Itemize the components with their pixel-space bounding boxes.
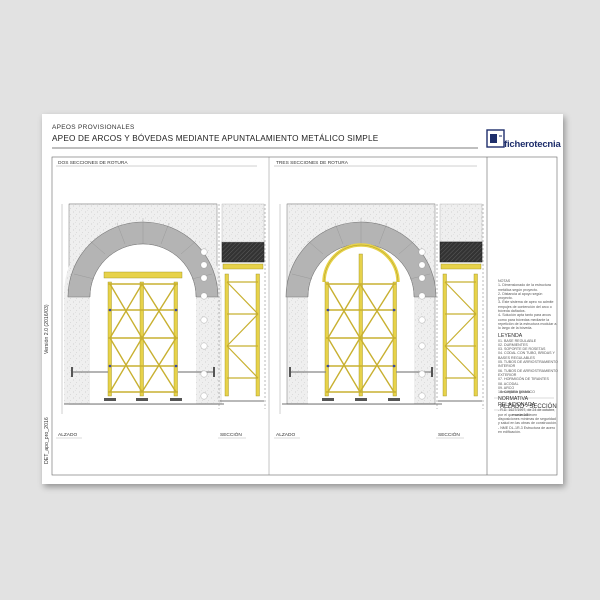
section-slab — [221, 241, 265, 263]
notes-column: NOTAS 1- Dimensionado de la estructura m… — [498, 279, 558, 434]
legend-item: 05. TUBOS DE ARRIOSTRAMIENTO INTERIOR — [498, 360, 558, 369]
section-slab — [439, 241, 483, 263]
drawing-title: APEO DE ARCOS Y BÓVEDAS MEDIANTE APUNTAL… — [52, 134, 379, 143]
brand-logo-text: ficherotecnia — [504, 139, 561, 150]
callout-markers — [200, 248, 208, 400]
section-label: SECCIÓN — [220, 431, 242, 438]
regulations-heading: NORMATIVA RELACIONADA — [498, 396, 536, 409]
shoring-frame — [71, 271, 215, 401]
regulation-item: - NME DL-1R-3 Estructura de acero en edi… — [498, 425, 556, 434]
legend-item: 09. ARCO — [498, 385, 515, 390]
legend-item: 10. CIMBRA DE ARCO — [498, 390, 535, 395]
legend-heading: LEYENDA — [498, 332, 523, 339]
note-item: 3- Este sistema de apeo no admite empuje… — [498, 300, 554, 314]
callout-markers — [418, 248, 426, 400]
legend-item: 08. ACODAL — [498, 381, 519, 386]
section-view — [218, 203, 266, 409]
elevation-label: ALZADO — [276, 432, 295, 438]
legend-item: 01. BASE REGULABLE — [498, 338, 537, 343]
section-view — [436, 203, 484, 409]
drawing-code: DET_apo_pro_2016 — [44, 417, 50, 464]
legend-item: 06. TUBOS DE ARRIOSTRAMIENTO EXTERIOR — [498, 368, 558, 377]
legend-item: 07. HORMIGÓN DE TIRANTES — [498, 377, 549, 382]
note-item: 1- Dimensionado de la estructura metálic… — [498, 283, 551, 292]
footer-scale: escala 1/4 — [512, 413, 529, 417]
ficherotecnia-logo-icon — [486, 129, 505, 148]
legend-item: 02. DURMIENTES — [498, 342, 528, 347]
elevation-label: ALZADO — [58, 432, 77, 438]
panel-title: DOS SECCIONES DE ROTURA — [58, 160, 128, 166]
note-item: 4- Solución apta tanto para arcos como p… — [498, 313, 557, 331]
panel-title: TRES SECCIONES DE ROTURA — [276, 160, 349, 166]
notes-heading: NOTAS — [498, 279, 511, 283]
drawing-sheet: APEOS PROVISIONALES APEO DE ARCOS Y BÓVE… — [42, 114, 563, 484]
footer-title: ALZADO - SECCIÓN — [500, 404, 557, 410]
cimbra-beam — [103, 271, 183, 279]
legend-item: 03. SOPORTE DE ROSETAS — [498, 347, 546, 352]
regulation-item: - R.D. 1627/1997, de 24 de octubre, por … — [498, 408, 558, 426]
section-label: SECCIÓN — [438, 431, 460, 438]
drawing-frame — [51, 156, 558, 476]
shoring-frame — [289, 243, 433, 401]
version-label: Versión 2.0 (2016/03) — [44, 304, 50, 354]
technical-drawing: DOS SECCIONES DE ROTURA TRES SECCIONES D… — [51, 129, 558, 476]
note-item: 2- Distancia al apoyo según proyecto. — [498, 291, 543, 301]
legend-item: 04. CODAL CON TUBO, BRIDAS Y BASES REGUL… — [498, 351, 555, 360]
elevation-two-sections — [64, 203, 224, 405]
footer-caption: descripción gráfica — [500, 390, 530, 394]
drawing-category: APEOS PROVISIONALES — [52, 124, 135, 131]
